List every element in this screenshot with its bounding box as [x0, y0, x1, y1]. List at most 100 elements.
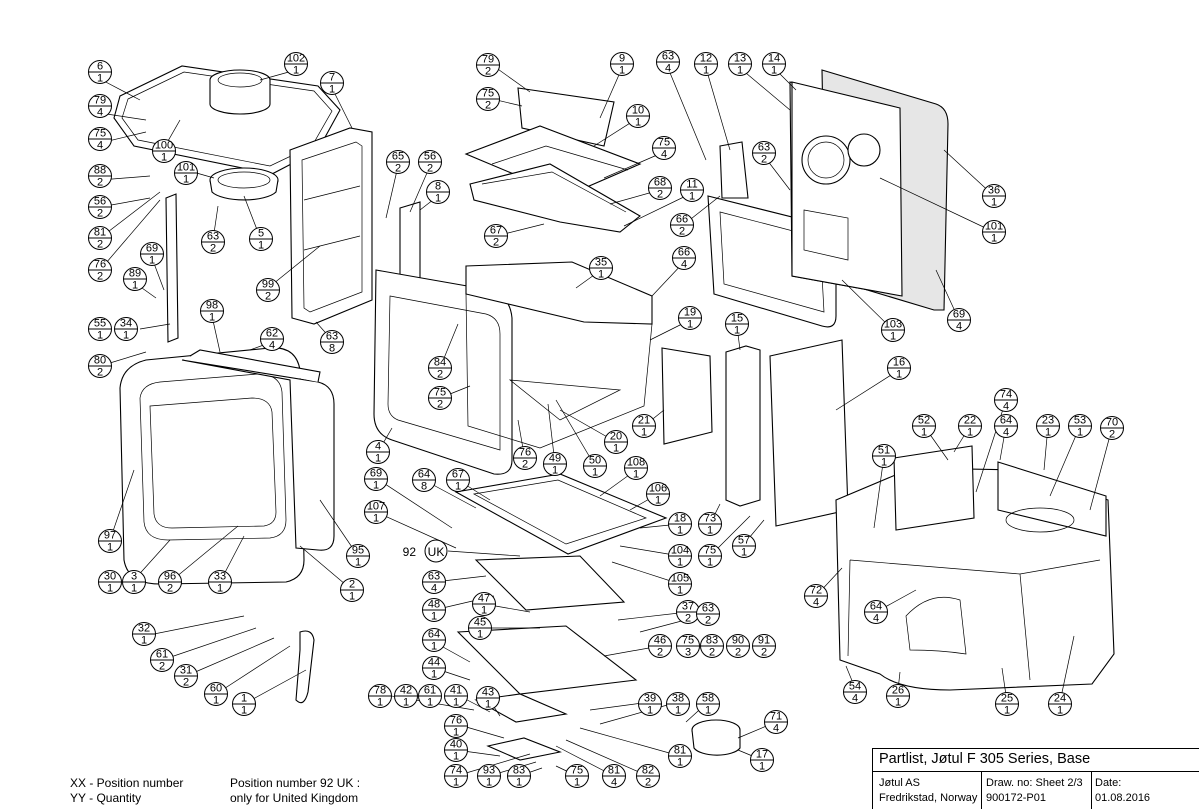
callout-position: 16: [893, 357, 905, 369]
callout-quantity: 2: [485, 100, 491, 112]
callout-quantity: 2: [427, 163, 433, 175]
callout-quantity: 2: [1109, 429, 1115, 441]
callout-balloon: 391: [638, 692, 662, 717]
callout-position: 107: [367, 501, 385, 513]
callout-quantity: 1: [921, 427, 927, 439]
callout-position: 40: [450, 739, 462, 751]
callout-quantity: 1: [613, 443, 619, 455]
title-block: Partlist, Jøtul F 305 Series, Base Jøtul…: [872, 748, 1199, 809]
callout-balloon: 101: [626, 104, 650, 129]
pedestal-base: [835, 445, 1115, 691]
callout-balloon: 812: [88, 226, 112, 251]
callout-balloon: 341: [114, 317, 138, 342]
callout-quantity: 1: [161, 152, 167, 164]
callout-position: 35: [595, 257, 607, 269]
callout-balloon: 634: [422, 570, 446, 595]
callout-quantity: 2: [97, 367, 103, 379]
callout-position: 44: [428, 657, 440, 669]
callout-position: 90: [732, 635, 744, 647]
callout-quantity: 2: [761, 154, 767, 166]
callout-position: 38: [672, 693, 684, 705]
callout-quantity: 1: [707, 525, 713, 537]
callout-quantity: 2: [657, 189, 663, 201]
callout-quantity: 1: [123, 330, 129, 342]
door-glass-frame: [181, 349, 335, 551]
callout-balloon: 902: [726, 634, 750, 659]
legend-quantity: YY - Quantity: [70, 791, 142, 805]
callout-balloon: 21: [340, 578, 364, 603]
callout-position: 93: [483, 765, 495, 777]
callout-balloon: 321: [132, 622, 156, 647]
callout-position: 66: [678, 247, 690, 259]
callout-balloon: 731: [698, 512, 722, 537]
callout-balloon: 491: [543, 452, 567, 477]
callout-position: 52: [918, 415, 930, 427]
callout-position: 105: [671, 573, 689, 585]
callout-quantity: 4: [97, 107, 103, 119]
callout-balloon: 251: [995, 692, 1019, 717]
callout-balloon: 624: [260, 327, 284, 352]
callout-quantity: 4: [661, 149, 667, 161]
callout-quantity: 1: [373, 480, 379, 492]
callout-balloon: 912: [752, 634, 776, 659]
callout-position: 83: [513, 765, 525, 777]
callout-quantity: 1: [97, 330, 103, 342]
callout-position: 15: [731, 313, 743, 325]
callout-quantity: 2: [761, 647, 767, 659]
callout-position: 1: [241, 693, 247, 705]
date-value: 01.08.2016: [1095, 792, 1151, 804]
callout-balloon: 372: [676, 600, 700, 625]
callout-position: 75: [658, 137, 670, 149]
callout-quantity: 2: [437, 369, 443, 381]
callout-position: 79: [94, 95, 106, 107]
callout-balloon: 601: [204, 682, 228, 707]
callout-balloon: 361: [982, 184, 1006, 209]
callout-position: 65: [392, 151, 404, 163]
callout-position: 31: [180, 665, 192, 677]
callout-position: 100: [155, 140, 173, 152]
callout-balloon: 744: [994, 388, 1018, 413]
front-door-frame: [119, 347, 305, 585]
callout-balloon: 648: [412, 468, 436, 493]
callout-quantity: 1: [737, 65, 743, 77]
callout-quantity: 1: [759, 761, 765, 773]
callout-balloon: 521: [912, 414, 936, 439]
callout-position: 76: [450, 715, 462, 727]
callout-quantity: 8: [421, 481, 427, 493]
callout-balloon: 981: [200, 299, 224, 324]
callout-92-pos: 92: [403, 545, 417, 559]
callout-balloon: 211: [632, 414, 656, 439]
callout-quantity: 1: [1057, 705, 1063, 717]
callout-position: 78: [374, 685, 386, 697]
callout-balloon: 41: [366, 440, 390, 465]
legend: XX - Position number YY - Quantity: [70, 776, 183, 806]
callout-balloon: 91: [610, 52, 634, 77]
callout-balloon: 831: [507, 764, 531, 789]
uk-note-line2: only for United Kingdom: [230, 791, 359, 805]
callout-position: 99: [262, 279, 274, 291]
callout-position: 22: [964, 415, 976, 427]
callout-position: 7: [329, 72, 335, 84]
callout-position: 76: [519, 447, 531, 459]
callout-quantity: 1: [131, 583, 137, 595]
callout-position: 18: [674, 513, 686, 525]
callout-balloon: 411: [444, 684, 468, 709]
callout-position: 75: [94, 128, 106, 140]
callout-quantity: 4: [813, 597, 819, 609]
callout-balloon: 161: [887, 356, 911, 381]
callout-balloon: 201: [604, 430, 628, 455]
part-drawings: [113, 65, 1115, 761]
callout-quantity: 1: [141, 635, 147, 647]
callout-balloon: 714: [764, 710, 788, 735]
callout-position: 33: [214, 571, 226, 583]
callout-position: 43: [482, 687, 494, 699]
callout-balloon: 842: [428, 356, 452, 381]
callout-balloon: 11: [232, 692, 256, 717]
callout-position: 75: [434, 387, 446, 399]
callout-balloon: 822: [636, 764, 660, 789]
